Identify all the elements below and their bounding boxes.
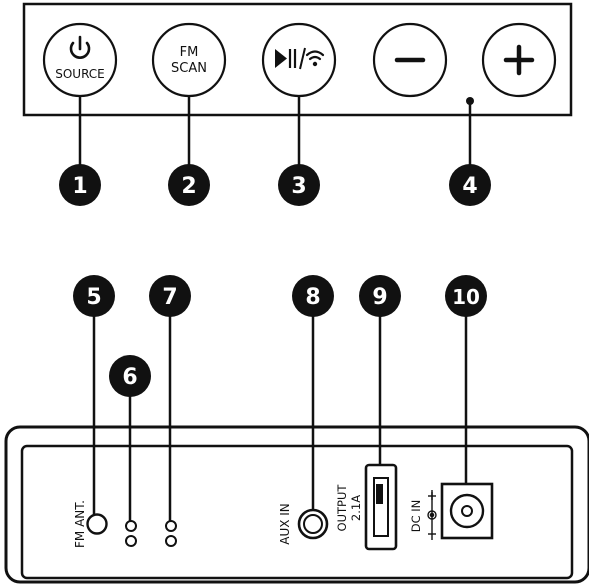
fm-label: FM — [180, 45, 199, 60]
callout-badge-7: 7 — [149, 275, 191, 317]
fm-antenna-port[interactable] — [86, 513, 108, 535]
plus-icon — [503, 44, 535, 76]
svg-text:9: 9 — [372, 285, 387, 310]
svg-text:5: 5 — [86, 285, 101, 310]
callout-badge-2: 2 — [168, 164, 210, 206]
callout-badge-9: 9 — [359, 275, 401, 317]
dc-in-label: DC IN — [409, 500, 423, 533]
play-pause-wifi-icon — [275, 47, 325, 70]
play-pause-wifi-button[interactable] — [261, 22, 337, 98]
back-panel-inner — [20, 444, 574, 580]
callout-badge-8: 8 — [292, 275, 334, 317]
dc-polarity-icon — [427, 490, 437, 540]
svg-text:2: 2 — [181, 174, 196, 199]
volume-up-button[interactable] — [481, 22, 557, 98]
svg-text:7: 7 — [162, 285, 177, 310]
callout-badge-3: 3 — [278, 164, 320, 206]
leader-lines-bottom — [92, 310, 468, 521]
scan-label: SCAN — [171, 61, 207, 76]
svg-text:3: 3 — [291, 174, 306, 199]
callout-badge-4: 4 — [449, 164, 491, 206]
volume-down-button[interactable] — [372, 22, 448, 98]
svg-text:1: 1 — [72, 174, 87, 199]
usb-output-port[interactable] — [364, 463, 398, 551]
dc-in-port[interactable] — [440, 482, 494, 540]
power-icon — [69, 35, 91, 59]
callout-badge-10: 10 — [445, 275, 487, 317]
fm-scan-button[interactable]: FM SCAN — [151, 22, 227, 98]
output-current-label: 2.1A — [349, 495, 363, 521]
leader-lines-top — [78, 96, 472, 168]
svg-text:6: 6 — [122, 365, 137, 390]
indicator-hole-7 — [165, 520, 177, 547]
callout-badge-6: 6 — [109, 355, 151, 397]
source-button[interactable]: SOURCE — [42, 22, 118, 98]
indicator-hole-6 — [125, 520, 137, 547]
fm-ant-label: FM ANT. — [73, 500, 87, 548]
svg-text:10: 10 — [452, 285, 480, 309]
callout-badge-1: 1 — [59, 164, 101, 206]
output-label: OUTPUT — [335, 484, 349, 532]
aux-in-label: AUX IN — [278, 503, 292, 545]
callout-badge-5: 5 — [73, 275, 115, 317]
svg-text:8: 8 — [305, 285, 320, 310]
svg-text:4: 4 — [462, 174, 477, 199]
source-label: SOURCE — [55, 67, 105, 81]
aux-in-port[interactable] — [297, 508, 329, 540]
